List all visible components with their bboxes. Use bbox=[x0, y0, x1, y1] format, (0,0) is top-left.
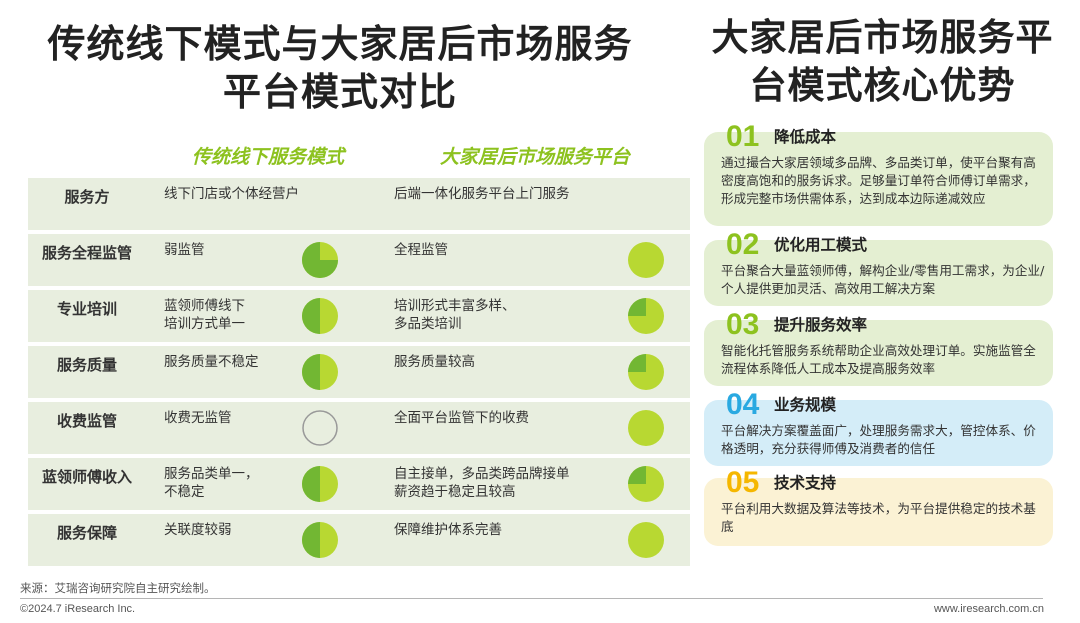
row-label: 服务保障 bbox=[56, 524, 117, 542]
table-row: 服务方 线下门店或个体经营户 后端一体化服务平台上门服务 bbox=[28, 178, 690, 230]
column-header-platform: 大家居后市场服务平台 bbox=[440, 146, 631, 168]
table-row: 蓝领师傅收入 服务品类单一， 不稳定 自主接单，多品类跨品牌接单 薪资趋于稳定且较高 bbox=[28, 458, 690, 510]
traditional-score-pie bbox=[302, 410, 338, 446]
advantage-number: 03 bbox=[726, 308, 760, 341]
table-row: 收费监管 收费无监管 全面平台监管下的收费 bbox=[28, 402, 690, 454]
row-label: 服务全程监管 bbox=[41, 244, 132, 262]
platform-cell: 自主接单，多品类跨品牌接单 薪资趋于稳定且较高 bbox=[394, 466, 570, 500]
comparison-table: 服务方 线下门店或个体经营户 后端一体化服务平台上门服务服务全程监管 弱监管 全程监管专… bbox=[28, 178, 690, 570]
table-row: 服务全程监管 弱监管 全程监管 bbox=[28, 234, 690, 286]
row-label: 收费监管 bbox=[56, 412, 117, 430]
platform-cell: 保障维护体系完善 bbox=[394, 522, 502, 538]
table-row: 服务保障 关联度较弱 保障维护体系完善 bbox=[28, 514, 690, 566]
advantage-number: 04 bbox=[726, 388, 760, 421]
column-header-traditional: 传统线下服务模式 bbox=[192, 146, 345, 168]
row-label: 服务质量 bbox=[56, 356, 117, 374]
advantage-title: 优化用工模式 bbox=[774, 236, 868, 254]
platform-score-pie bbox=[628, 298, 664, 334]
platform-cell: 全面平台监管下的收费 bbox=[394, 410, 529, 426]
advantage-number: 02 bbox=[726, 228, 760, 261]
traditional-score-pie bbox=[302, 242, 338, 278]
table-row: 专业培训 蓝领师傅线下 培训方式单一 培训形式丰富多样、 多品类培训 bbox=[28, 290, 690, 342]
left-title: 传统线下模式与大家居后市场服务平台模式对比 bbox=[47, 22, 633, 114]
traditional-cell: 收费无监管 bbox=[164, 410, 232, 426]
advantage-card: 04 业务规模平台解决方案覆盖面广，处理服务需求大，管控体系、价格透明，充分获得师… bbox=[704, 388, 1053, 466]
advantage-title: 业务规模 bbox=[774, 396, 837, 414]
traditional-cell: 服务品类单一， 不稳定 bbox=[164, 466, 259, 500]
platform-cell: 培训形式丰富多样、 多品类培训 bbox=[394, 298, 516, 332]
advantage-description: 平台利用大数据及算法等技术，为平台提供稳定的技术基底 bbox=[721, 501, 1036, 534]
platform-score-pie bbox=[628, 354, 664, 390]
advantage-title: 降低成本 bbox=[774, 128, 837, 146]
table-row: 服务质量 服务质量不稳定 服务质量较高 bbox=[28, 346, 690, 398]
advantage-number: 05 bbox=[726, 466, 760, 499]
advantage-card: 02 优化用工模式平台聚合大量蓝领师傅，解构企业/零售用工需求，为企业/个人提供更… bbox=[704, 228, 1053, 306]
advantage-number: 01 bbox=[726, 120, 760, 153]
advantage-description: 智能化托管服务系统帮助企业高效处理订单。实施监管全流程体系降低人工成本及提高服务… bbox=[721, 343, 1036, 376]
right-title: 大家居后市场服务平台模式核心优势 bbox=[711, 16, 1054, 107]
row-label: 蓝领师傅收入 bbox=[41, 468, 132, 486]
website: www.iresearch.com.cn bbox=[933, 603, 1044, 615]
traditional-cell: 弱监管 bbox=[164, 242, 205, 258]
footer-divider bbox=[20, 598, 1043, 599]
platform-score-pie bbox=[628, 522, 664, 558]
advantage-title: 技术支持 bbox=[774, 474, 837, 492]
copyright: ©2024.7 iResearch Inc. bbox=[20, 603, 136, 615]
platform-score-pie bbox=[628, 410, 664, 446]
platform-score-pie bbox=[628, 466, 664, 502]
platform-cell: 后端一体化服务平台上门服务 bbox=[394, 186, 570, 202]
advantage-card: 05 技术支持平台利用大数据及算法等技术，为平台提供稳定的技术基底 bbox=[704, 466, 1053, 546]
row-label: 服务方 bbox=[64, 188, 110, 206]
traditional-cell: 蓝领师傅线下 培训方式单一 bbox=[164, 298, 245, 332]
platform-score-pie bbox=[628, 242, 664, 278]
advantage-title: 提升服务效率 bbox=[774, 316, 868, 334]
advantage-description: 通过撮合大家居领域多品牌、多品类订单，使平台聚有高密度高饱和的服务诉求。足够量订… bbox=[721, 155, 1036, 206]
advantage-description: 平台聚合大量蓝领师傅，解构企业/零售用工需求，为企业/个人提供更加灵活、高效用工… bbox=[721, 263, 1045, 296]
source-note: 来源：艾瑞咨询研究院自主研究绘制。 bbox=[20, 581, 216, 595]
platform-cell: 服务质量较高 bbox=[394, 354, 475, 370]
advantage-description: 平台解决方案覆盖面广，处理服务需求大，管控体系、价格透明，充分获得师傅及消费者的… bbox=[721, 423, 1036, 456]
platform-cell: 全程监管 bbox=[394, 242, 448, 258]
row-label: 专业培训 bbox=[56, 300, 117, 318]
traditional-score-pie bbox=[302, 354, 338, 390]
traditional-score-pie bbox=[302, 466, 338, 502]
traditional-score-pie bbox=[302, 298, 338, 334]
traditional-cell: 服务质量不稳定 bbox=[164, 354, 259, 370]
traditional-cell: 线下门店或个体经营户 bbox=[164, 186, 299, 202]
traditional-cell: 关联度较弱 bbox=[164, 522, 232, 538]
advantage-card: 03 提升服务效率智能化托管服务系统帮助企业高效处理订单。实施监管全流程体系降低人… bbox=[704, 308, 1053, 386]
advantage-card: 01 降低成本通过撮合大家居领域多品牌、多品类订单，使平台聚有高密度高饱和的服务诉… bbox=[704, 120, 1053, 226]
traditional-score-pie bbox=[302, 522, 338, 558]
